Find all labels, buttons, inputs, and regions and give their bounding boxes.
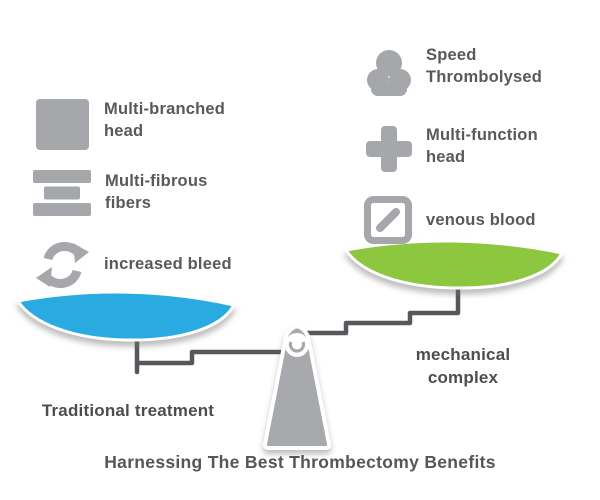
fulcrum-triangle — [262, 324, 332, 450]
list-item-label: Multi-fibrous fibers — [105, 170, 208, 214]
label-line: fibers — [105, 194, 152, 212]
right-scale-pan — [343, 239, 565, 290]
label-line: head — [426, 148, 466, 166]
label-line: increased bleed — [104, 255, 232, 273]
list-item-label: Speed Thrombolysed — [426, 44, 542, 88]
square-icon — [36, 99, 89, 150]
label-line: venous blood — [426, 211, 536, 229]
label-line: Multi-fibrous — [105, 172, 208, 190]
list-item: Multi-branched head — [35, 98, 225, 151]
list-item: Speed Thrombolysed — [366, 44, 542, 99]
beam-connector-lines — [134, 283, 461, 375]
list-item: venous blood — [364, 196, 536, 244]
right-arm-label: mechanical complex — [391, 343, 535, 389]
left-beam-arm — [134, 349, 293, 366]
pivot-ring — [288, 341, 306, 353]
list-item-label: increased bleed — [104, 253, 232, 275]
label-line: head — [104, 122, 144, 140]
list-item-label: venous blood — [426, 209, 536, 231]
left-pan-label: Traditional treatment — [41, 401, 215, 420]
sync-icon — [36, 242, 89, 288]
pivot-hole — [285, 333, 309, 357]
label-line: Multi-function — [426, 126, 538, 144]
right-arm-label-line2: complex — [427, 368, 499, 387]
edit-note-icon — [364, 196, 412, 244]
filter-lines-icon — [33, 170, 91, 216]
label-line: Multi-branched — [104, 100, 226, 118]
diagram-title: Harnessing The Best Thrombectomy Benefit… — [104, 452, 496, 472]
plus-icon — [366, 126, 412, 172]
right-arm-label-line1: mechanical — [415, 345, 511, 364]
left-scale-pan — [15, 290, 237, 342]
cloud-icon — [367, 50, 411, 96]
list-item-label: Multi-branched head — [104, 98, 225, 142]
list-item-label: Multi-function head — [426, 124, 538, 168]
list-item: Multi-function head — [366, 124, 538, 174]
right-beam-arm — [303, 283, 461, 336]
label-line: Thrombolysed — [426, 68, 543, 86]
list-item: Multi-fibrous fibers — [33, 170, 208, 216]
list-item: increased bleed — [35, 238, 232, 290]
label-line: Speed — [426, 46, 477, 64]
